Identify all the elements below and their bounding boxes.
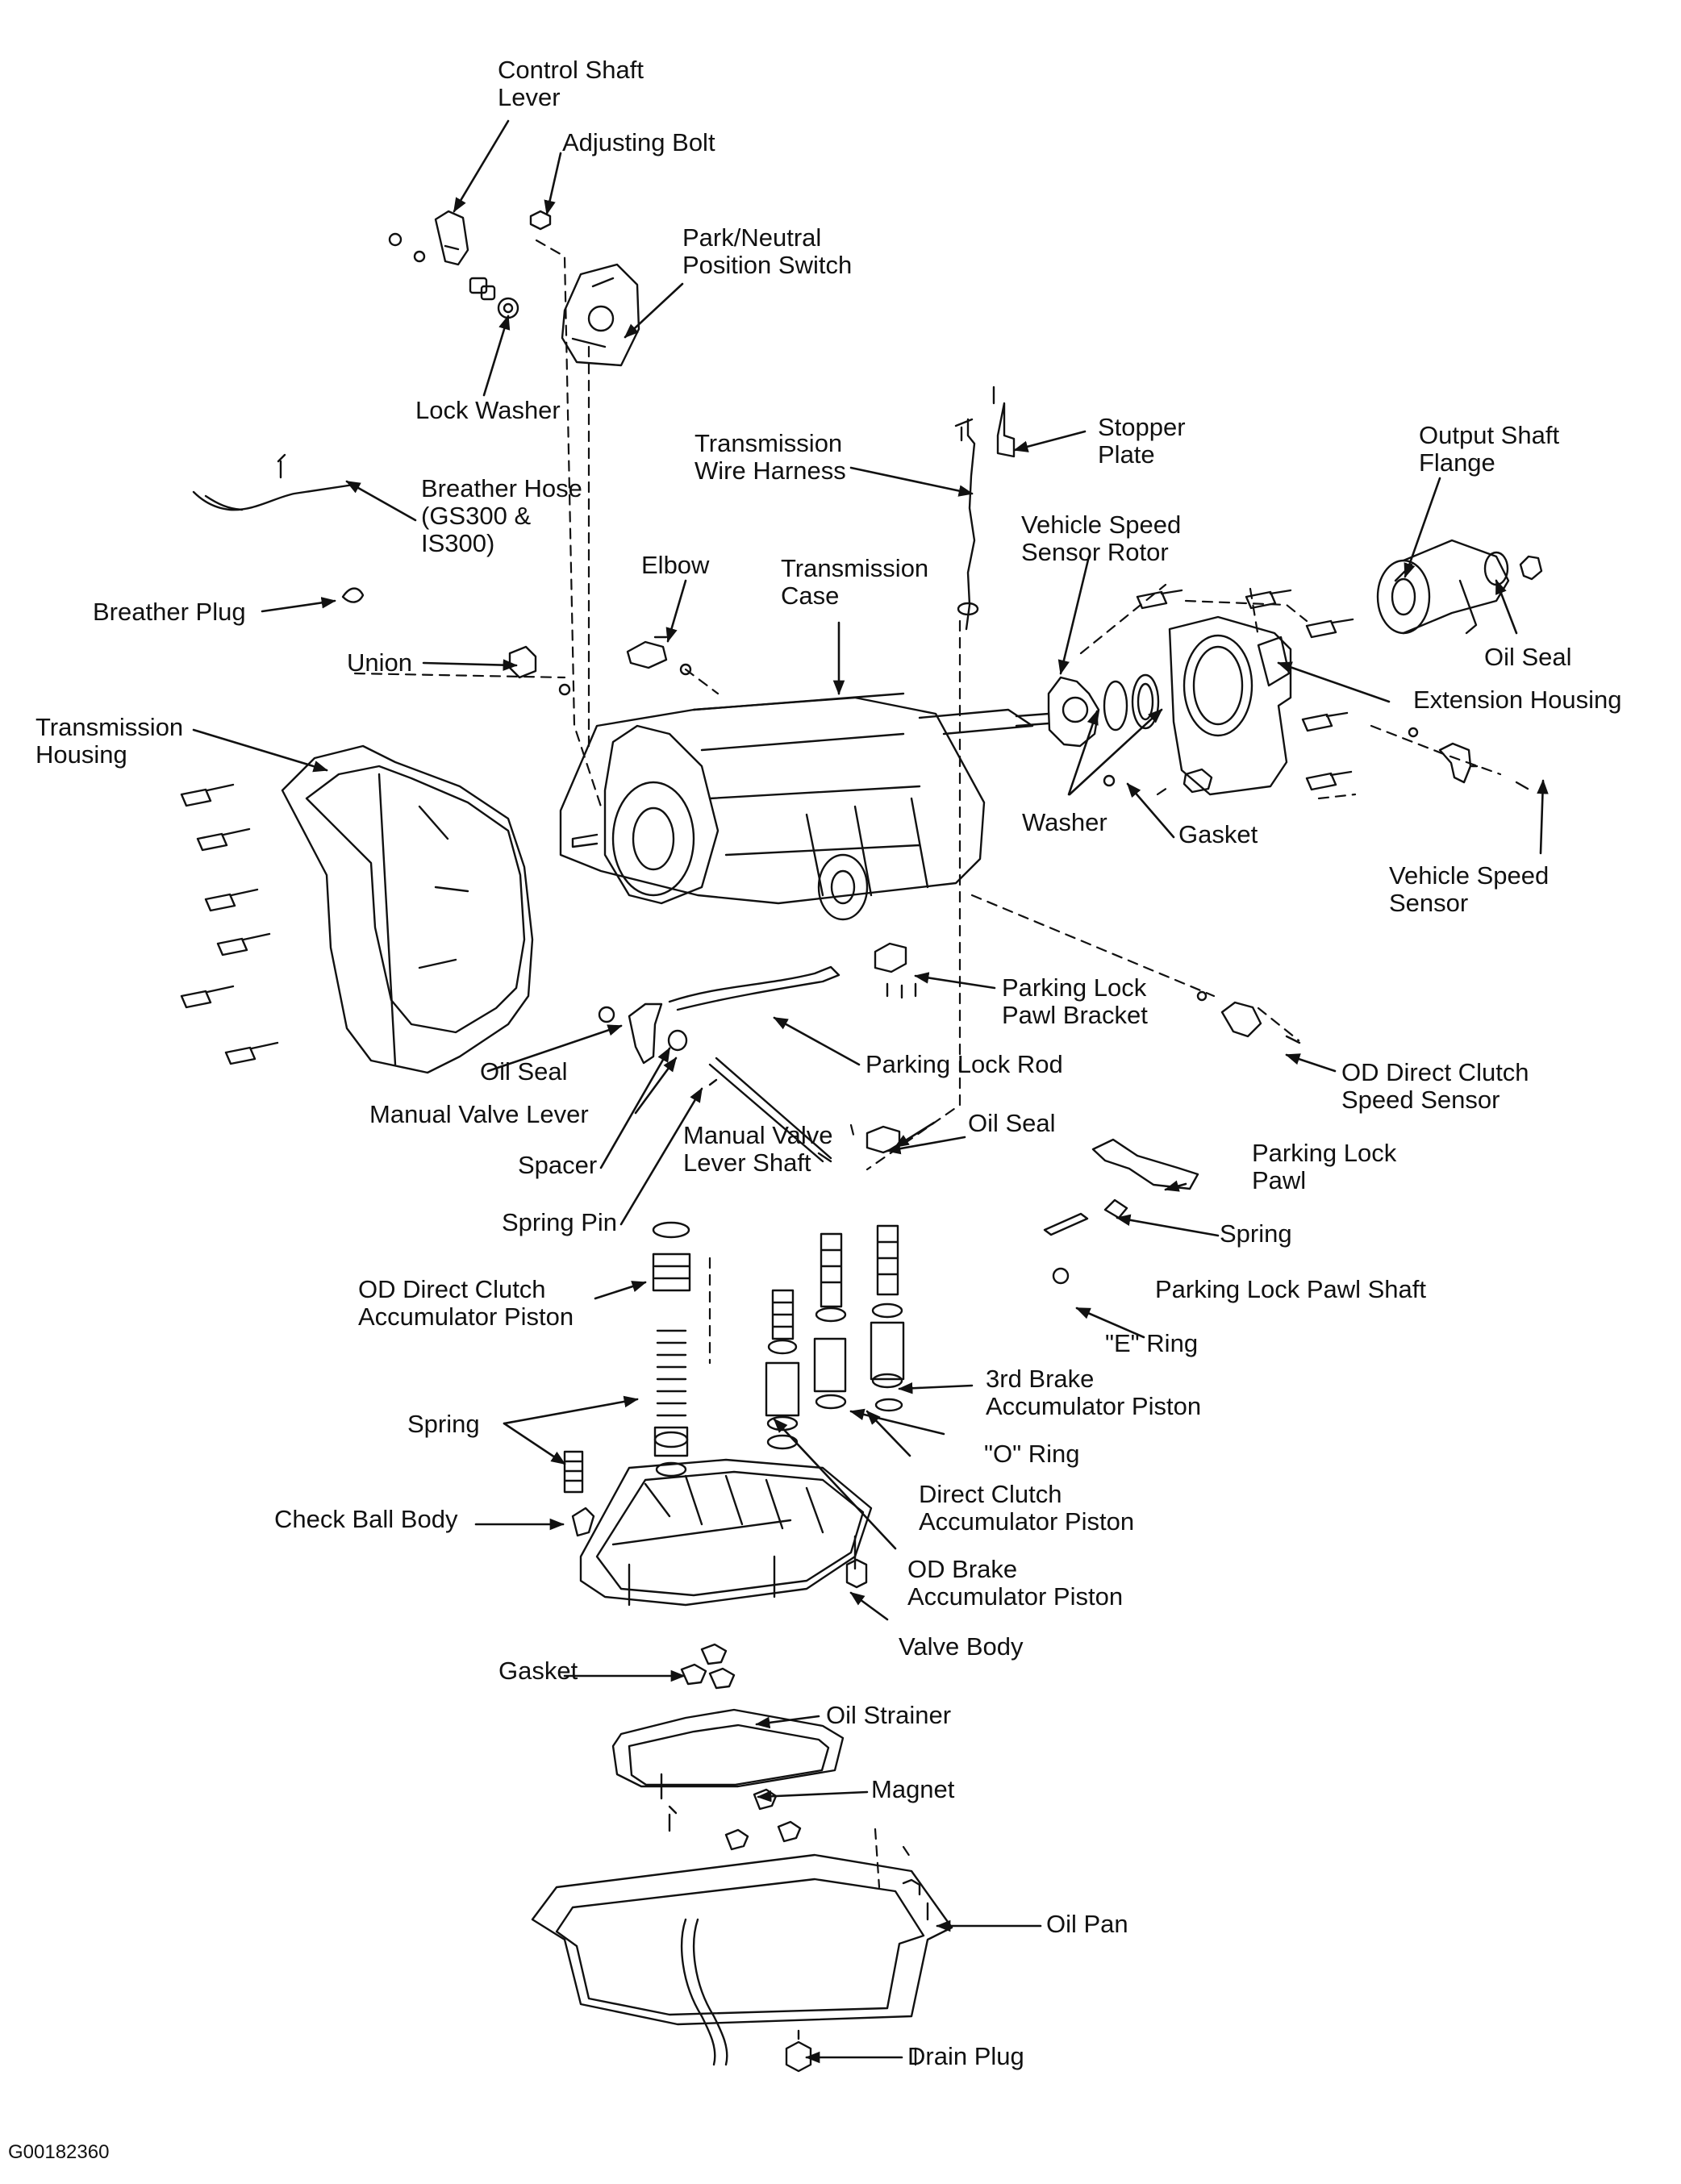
label-manual-valve-lever: Manual Valve Lever (369, 1100, 589, 1128)
label-parking-lock-rod: Parking Lock Rod (866, 1050, 1063, 1078)
label-check-ball-body: Check Ball Body (274, 1505, 458, 1533)
label-washer: Washer (1022, 808, 1107, 836)
small-hardware (180, 210, 1543, 2073)
label-oil-seal-manual: Oil Seal (480, 1057, 568, 1086)
label-parking-lock-pawl-shaft: Parking Lock Pawl Shaft (1155, 1275, 1427, 1303)
label-oil-seal-flange: Oil Seal (1484, 643, 1572, 671)
label-oil-strainer: Oil Strainer (826, 1701, 952, 1729)
label-spring-pawl: Spring (1220, 1219, 1292, 1248)
pistons-springs (563, 1221, 905, 1494)
figure-id: G00182360 (8, 2141, 110, 2163)
label-e-ring: "E" Ring (1105, 1329, 1199, 1357)
label-gasket-valve-body: Gasket (498, 1657, 578, 1685)
housing-bolts (180, 783, 279, 1065)
label-breather-plug: Breather Plug (93, 598, 246, 626)
label-o-ring: "O" Ring (984, 1440, 1080, 1468)
label-gasket-extension: Gasket (1178, 820, 1258, 848)
label-union: Union (347, 648, 412, 677)
label-extension-housing: Extension Housing (1413, 686, 1622, 714)
label-drain-plug: Drain Plug (907, 2042, 1024, 2070)
label-oil-pan: Oil Pan (1046, 1910, 1128, 1938)
label-valve-body: Valve Body (899, 1632, 1024, 1661)
leader-lines (192, 119, 1549, 2064)
label-adjusting-bolt: Adjusting Bolt (562, 128, 715, 156)
dashed-alignment-lines (353, 239, 1502, 1889)
label-elbow: Elbow (641, 551, 710, 579)
label-spacer: Spacer (518, 1151, 598, 1179)
label-magnet: Magnet (871, 1775, 955, 1803)
label-spring-accumulator: Spring (407, 1410, 480, 1438)
label-breather-hose: Breather Hose(GS300 &IS300) (421, 474, 582, 557)
label-lock-washer: Lock Washer (415, 396, 561, 424)
label-oil-seal-case: Oil Seal (968, 1109, 1056, 1137)
label-spring-pin: Spring Pin (502, 1208, 618, 1236)
